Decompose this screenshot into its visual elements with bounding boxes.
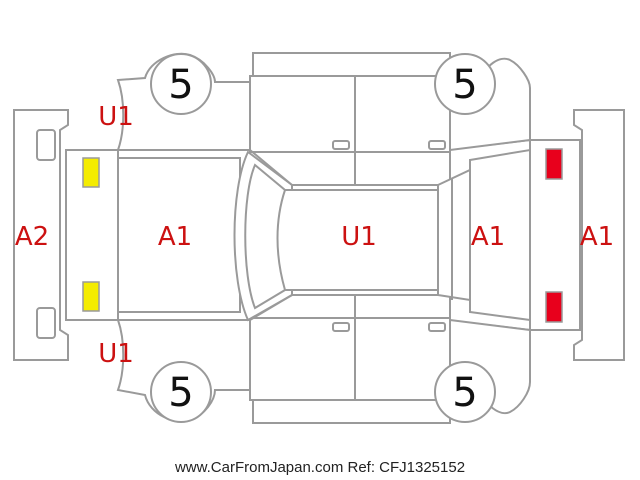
- tire-front-left: [434, 53, 496, 115]
- tire-front-right: [434, 361, 496, 423]
- code-trunk: A1: [158, 222, 192, 252]
- cabin: [233, 149, 471, 322]
- rear-light-bottom: [82, 281, 100, 312]
- car-body: [65, 138, 581, 332]
- code-rear-bumper: A2: [15, 222, 49, 252]
- front-light-bottom: [545, 291, 563, 323]
- tire-grade-front-left: 5: [452, 62, 477, 108]
- code-roof: U1: [341, 222, 377, 252]
- code-upper-left-fender: U1: [98, 102, 134, 132]
- footer-watermark: www.CarFromJapan.com Ref: CFJ1325152: [174, 459, 465, 476]
- tire-rear-right: [150, 361, 212, 423]
- tire-grade-rear-left: 5: [168, 62, 193, 108]
- code-front-bumper: A1: [580, 222, 614, 252]
- side-panel-top: [249, 52, 451, 186]
- rear-light-top: [82, 157, 100, 188]
- code-lower-left-fender: U1: [98, 339, 134, 369]
- side-panel-bottom: [249, 294, 451, 424]
- tire-grade-rear-right: 5: [168, 370, 193, 416]
- tire-grade-front-right: 5: [452, 370, 477, 416]
- tire-rear-left: [150, 53, 212, 115]
- rear-bumper: [13, 109, 69, 361]
- front-light-top: [545, 148, 563, 180]
- front-bumper: [573, 109, 625, 361]
- code-hood: A1: [471, 222, 505, 252]
